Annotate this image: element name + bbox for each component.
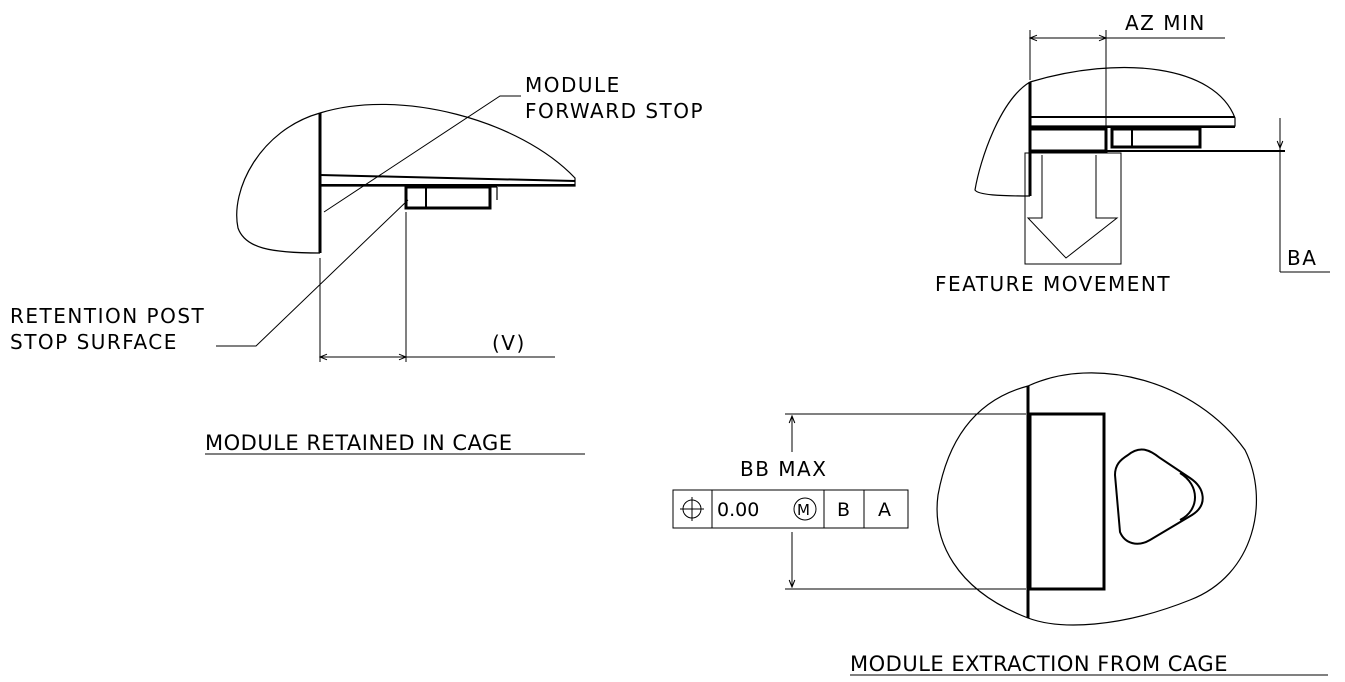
- fcf-datum-1: B: [837, 499, 850, 521]
- retention-post-label-line2: STOP SURFACE: [10, 330, 178, 354]
- view-extraction: BB MAX 0.00 M B A MODULE EXTRACTION FROM…: [672, 372, 1328, 676]
- mmc-modifier-icon: [793, 497, 817, 521]
- forward-stop-label-line2: FORWARD STOP: [525, 99, 704, 123]
- movement-box: [1024, 152, 1122, 265]
- movement-post-right: [1110, 127, 1202, 149]
- fcf-border: [672, 489, 909, 529]
- module-body: [1028, 412, 1106, 591]
- forward-stop-label-line1: MODULE: [525, 73, 621, 97]
- ba-label: BA: [1287, 246, 1317, 270]
- retained-section-outline: [236, 103, 576, 254]
- movement-arrow: [1026, 155, 1119, 259]
- dimension-label-v: (V): [492, 331, 526, 355]
- view-movement: BA AZ MIN FEATURE MOVEMENT: [935, 11, 1330, 296]
- retention-post-leader: [216, 199, 409, 347]
- fcf-modifier: M: [797, 501, 810, 519]
- az-min-label: AZ MIN: [1125, 11, 1206, 35]
- bb-max-label: BB MAX: [740, 457, 827, 481]
- movement-label: FEATURE MOVEMENT: [935, 272, 1171, 296]
- retention-triangle-cap: [1179, 472, 1196, 521]
- caption-retained: MODULE RETAINED IN CAGE: [205, 431, 513, 455]
- caption-extraction: MODULE EXTRACTION FROM CAGE: [850, 652, 1228, 676]
- forward-stop-leader: [323, 95, 521, 213]
- retention-post: [404, 185, 492, 210]
- view-retained: (V) MODULE FORWARD STOP RETENTION POST S…: [10, 73, 704, 455]
- movement-post: [1028, 127, 1108, 153]
- retention-post-label-line1: RETENTION POST: [10, 304, 205, 328]
- retention-triangle: [1113, 448, 1204, 545]
- fcf-tolerance: 0.00: [717, 499, 759, 521]
- plate-top: [319, 174, 576, 182]
- fcf-datum-2: A: [878, 499, 891, 521]
- position-symbol-icon: [680, 497, 704, 521]
- feature-control-frame: 0.00 M B A: [672, 489, 909, 529]
- extraction-section-outline: [936, 372, 1257, 626]
- movement-section-outline: [974, 66, 1236, 197]
